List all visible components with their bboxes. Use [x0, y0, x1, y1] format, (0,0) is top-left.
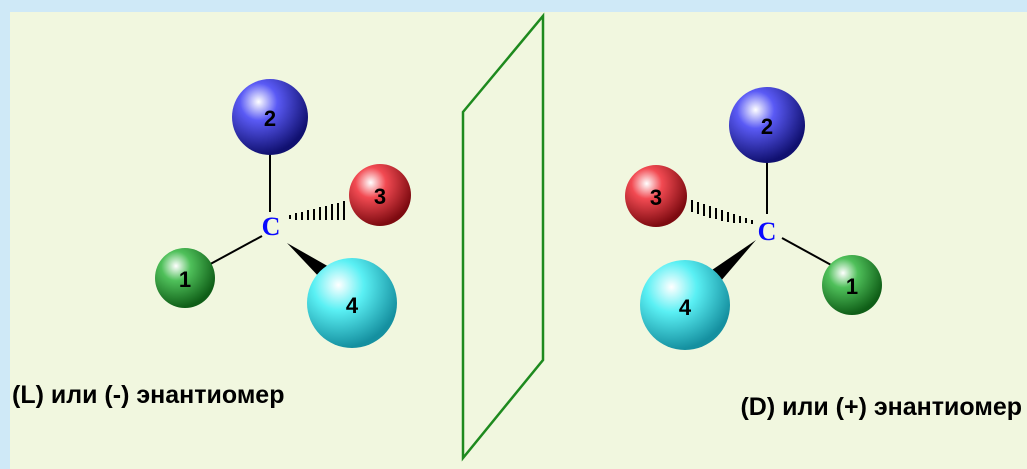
right-caption: (D) или (+) энантиомер [740, 393, 1022, 421]
right-atom-4-label: 4 [679, 295, 692, 320]
left-bond-c-1 [202, 235, 263, 269]
left-bond-c-4-wedge [287, 243, 331, 280]
mirror-plane [461, 12, 545, 462]
right-atom-3-label: 3 [650, 185, 662, 210]
left-atom-2-label: 2 [264, 106, 276, 131]
right-atom-1-label: 1 [846, 274, 858, 299]
left-atom-1 [155, 248, 215, 308]
right-bond-c-1 [781, 237, 834, 267]
right-bond-c-4-wedge [712, 240, 756, 282]
right-atom-4 [640, 260, 730, 350]
left-molecule: 1 2 3 4 C (L) или (-) энантиомер [12, 79, 411, 409]
left-caption: (L) или (-) энантиомер [12, 381, 285, 409]
left-atom-2 [232, 79, 308, 155]
left-atom-4 [307, 258, 397, 348]
left-atom-3-label: 3 [374, 184, 386, 209]
right-atom-3 [625, 165, 687, 227]
left-atom-1-label: 1 [179, 267, 191, 292]
right-atom-2-label: 2 [761, 114, 773, 139]
left-atom-4-label: 4 [346, 293, 359, 318]
left-carbon-label: C [262, 212, 281, 241]
left-atom-3 [349, 164, 411, 226]
left-bond-c-3-hashed [289, 201, 345, 220]
diagram-panel [10, 12, 1027, 469]
right-atom-1 [822, 255, 882, 315]
right-bond-c-3-hashed [691, 200, 753, 224]
right-molecule: 2 3 1 4 C (D) или (+) энантиомер [625, 87, 1022, 421]
right-atom-2 [729, 87, 805, 163]
right-carbon-label: C [758, 217, 777, 246]
